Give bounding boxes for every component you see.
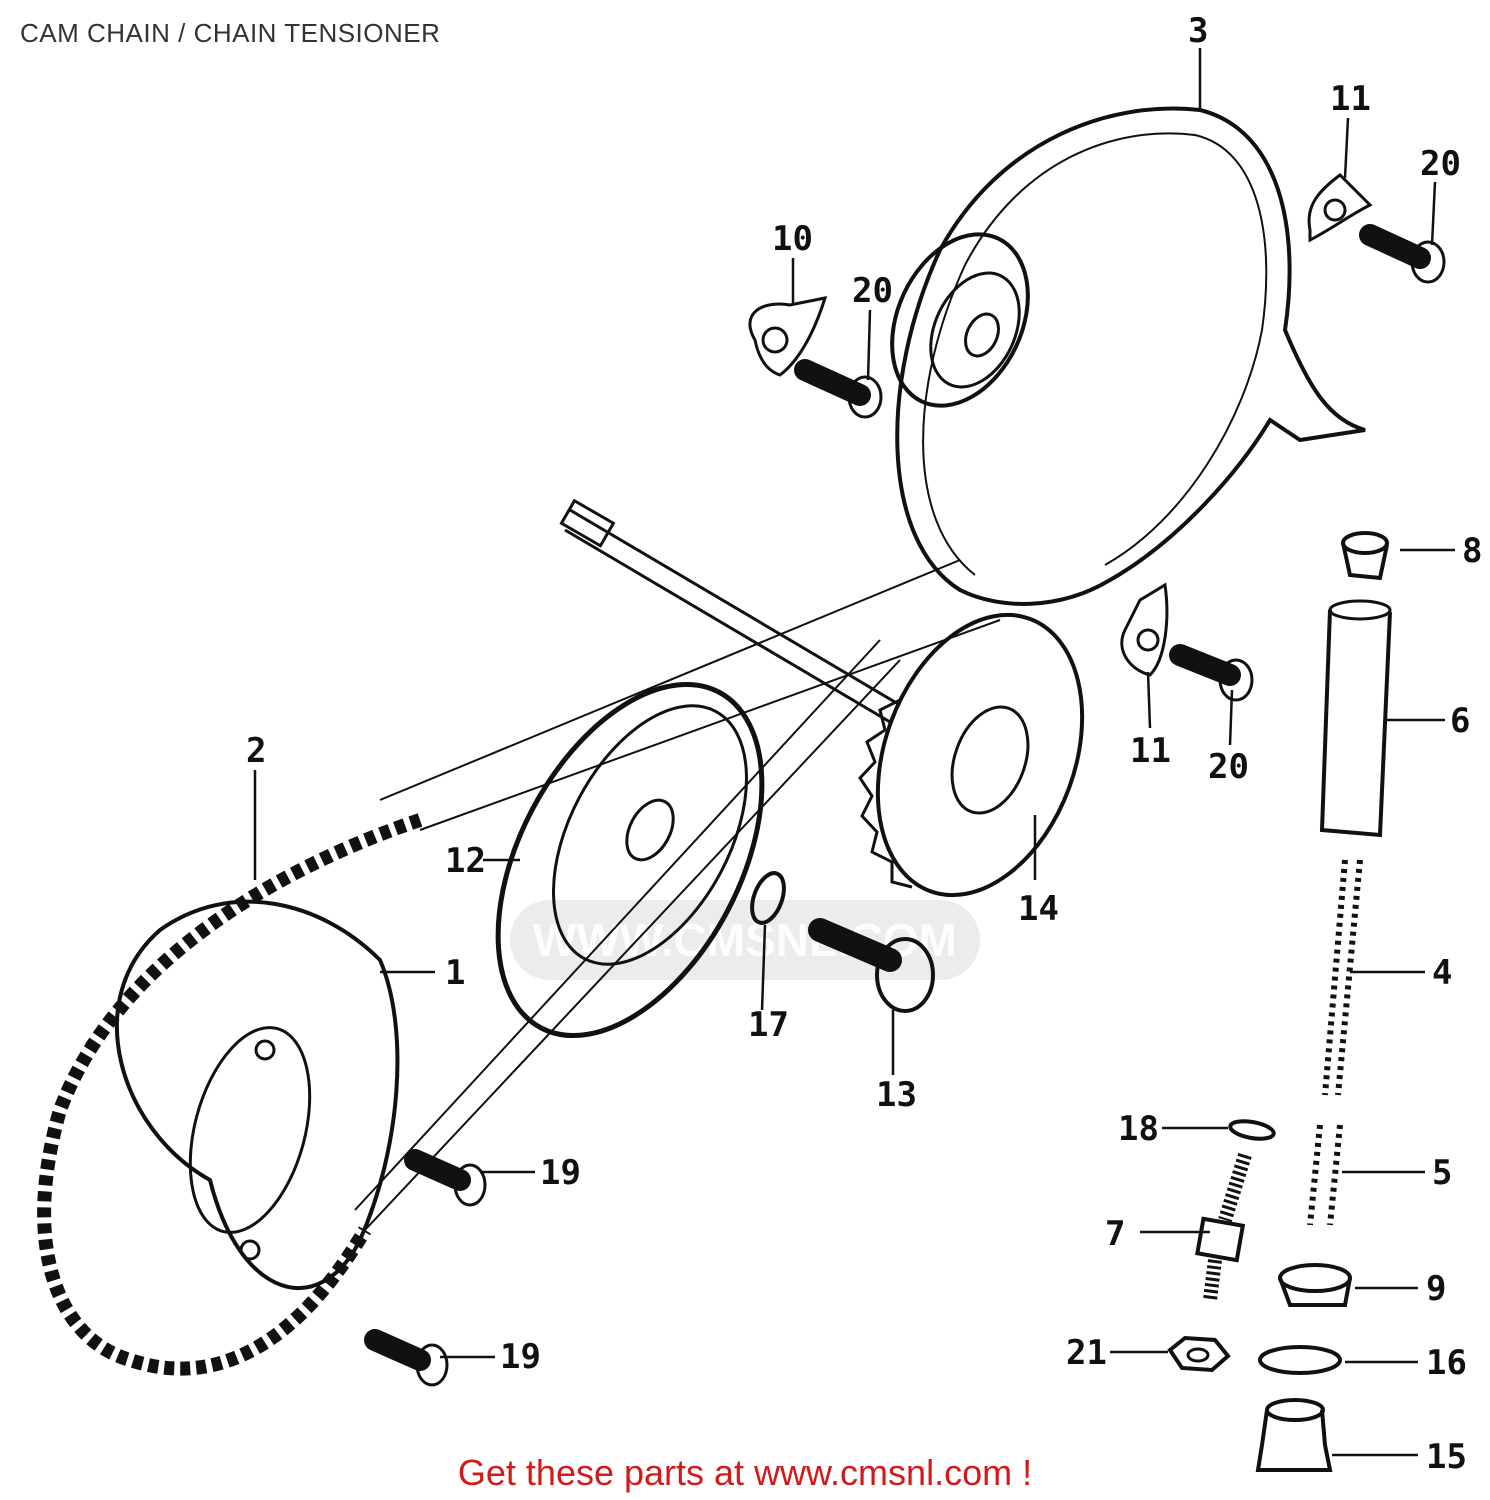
callout-12: 12 [445, 841, 486, 881]
callout-20-upper-right: 20 [1420, 144, 1461, 184]
callout-4: 4 [1432, 953, 1452, 993]
callout-13: 13 [876, 1075, 917, 1115]
part-5-spring [1307, 1124, 1343, 1226]
callout-2: 2 [246, 731, 266, 771]
part-16-washer [1258, 1345, 1342, 1375]
callout-5: 5 [1432, 1153, 1452, 1193]
part-2-cam-chain [37, 559, 1001, 1376]
callout-21: 21 [1066, 1333, 1107, 1373]
part-11-lock-plate-lower [1120, 582, 1169, 677]
callout-10: 10 [772, 219, 813, 259]
part-19-bolt-lower [364, 1329, 449, 1387]
part-13-bolt [808, 918, 935, 1013]
callout-8: 8 [1462, 531, 1482, 571]
callout-9: 9 [1426, 1269, 1446, 1309]
tensioner-roller [890, 232, 1030, 408]
part-19-bolt-upper [404, 1149, 487, 1207]
part-12-wheel [495, 681, 765, 1039]
part-15-plug [1255, 1398, 1333, 1472]
part-20-bolt-lower [1169, 644, 1254, 702]
callout-20-lower: 20 [1208, 747, 1249, 787]
callout-6: 6 [1450, 701, 1470, 741]
callout-11-lower: 11 [1130, 731, 1171, 771]
page-title: CAM CHAIN / CHAIN TENSIONER [20, 18, 441, 48]
leader-lines [253, 48, 1455, 1457]
callout-19-lower: 19 [500, 1337, 541, 1377]
part-4-spring [1322, 859, 1363, 1096]
callout-1: 1 [445, 953, 465, 993]
callout-17: 17 [748, 1005, 789, 1045]
part-9-nut [1278, 1263, 1352, 1307]
part-14-sprocket [858, 612, 1085, 898]
part-20-bolt-upper [794, 359, 883, 419]
part-20-bolt-right [1359, 224, 1446, 284]
callout-18: 18 [1118, 1109, 1159, 1149]
callout-14: 14 [1018, 889, 1059, 929]
callout-20-upper-left: 20 [852, 271, 893, 311]
part-7-adjuster [1195, 1152, 1252, 1301]
part-3-chain-guide [895, 106, 1366, 606]
part-17-washer [750, 871, 786, 925]
part-8-cap [1341, 531, 1389, 581]
callout-15: 15 [1426, 1437, 1467, 1477]
part-10-lock-plate [748, 296, 828, 377]
part-11-lock-plate-upper [1307, 173, 1373, 243]
part-21-nut [1167, 1335, 1231, 1373]
tensioner-shaft [559, 498, 901, 724]
callout-16: 16 [1426, 1343, 1467, 1383]
callout-19-upper: 19 [540, 1153, 581, 1193]
callout-7: 7 [1105, 1214, 1125, 1254]
part-18-o-ring [1228, 1119, 1276, 1141]
callout-3: 3 [1188, 11, 1208, 51]
part-6-sleeve [1319, 599, 1392, 838]
promo-link[interactable]: Get these parts at www.cmsnl.com ! [457, 1452, 1033, 1493]
callout-11-upper: 11 [1330, 79, 1371, 119]
